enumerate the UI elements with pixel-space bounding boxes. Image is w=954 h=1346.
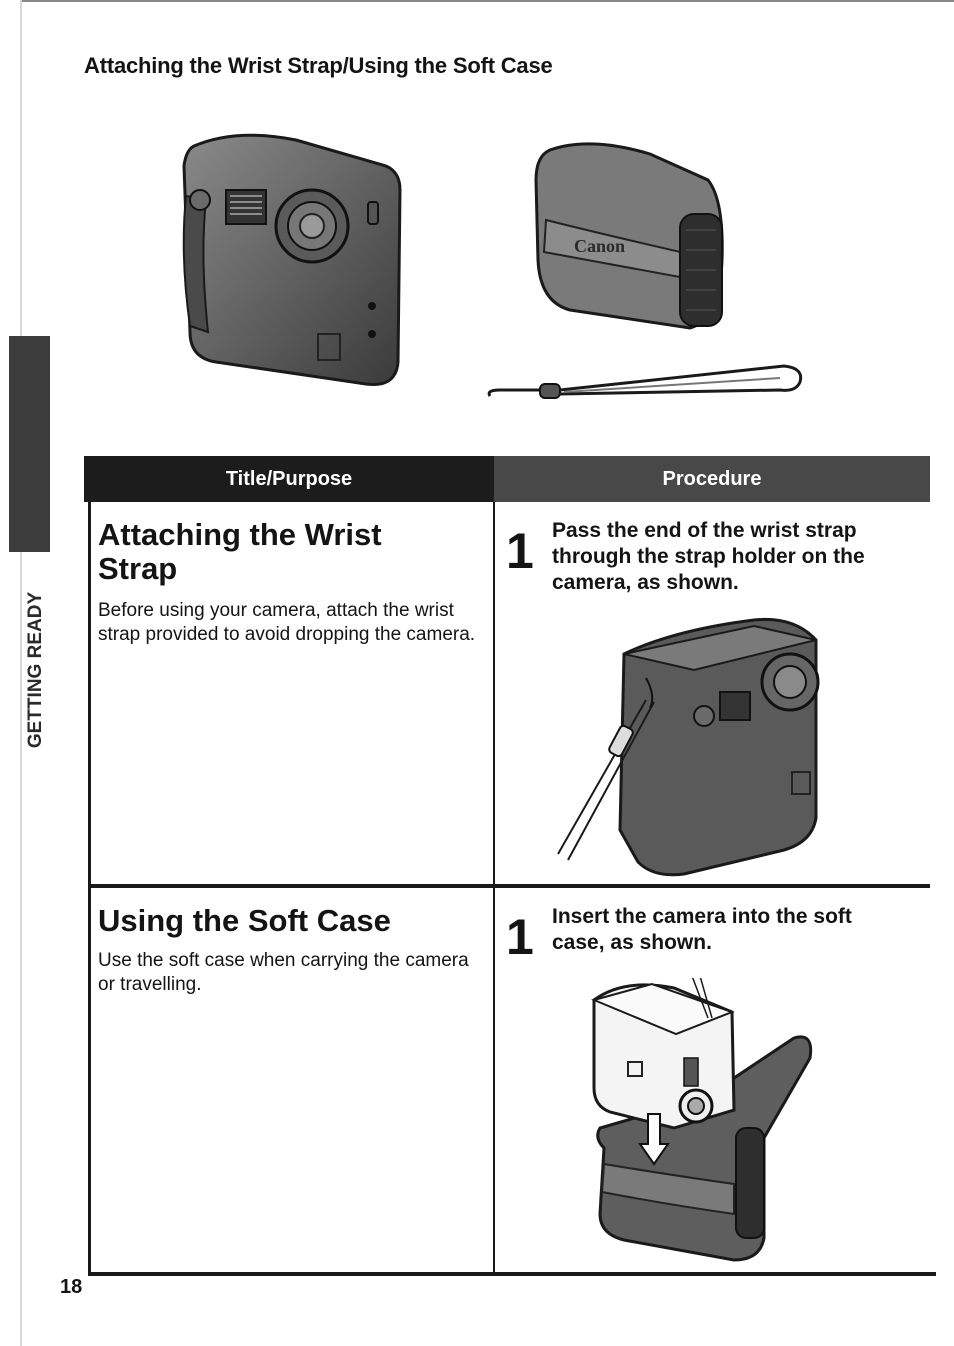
table-left-rule: [88, 502, 91, 1274]
case-insert-illustration: [590, 978, 813, 1262]
step-number: 1: [506, 909, 534, 965]
wrist-strap-illustration: [487, 364, 803, 399]
table-middle-rule: [493, 502, 495, 1274]
page-number: 18: [60, 1276, 83, 1298]
soft-case-illustration: Canon: [534, 142, 724, 330]
step-text-wrist-strap: Pass the end of the wrist strap through …: [552, 519, 865, 594]
step-text-soft-case: Insert the camera into the soft case, as…: [552, 905, 852, 954]
section-title: Attaching the Wrist Strap/Using the Soft…: [84, 53, 553, 78]
side-thumb-bar: [9, 336, 50, 552]
row-description-wrist-strap: Before using your camera, attach the wri…: [98, 600, 476, 645]
page-edge: [20, 0, 22, 1346]
top-border: [20, 0, 954, 2]
row-description-soft-case: Use the soft case when carrying the came…: [98, 950, 469, 995]
step-number: 1: [506, 523, 534, 579]
column-header-title-purpose: Title/Purpose: [84, 456, 494, 502]
strap-attach-illustration: [557, 617, 820, 877]
table-row-divider: [88, 884, 930, 888]
column-header-procedure: Procedure: [494, 456, 930, 502]
camera-illustration: [182, 133, 402, 387]
side-tab-label: GETTING READY: [25, 591, 46, 749]
row-title-soft-case: Using the Soft Case: [98, 903, 391, 938]
procedure-table: Title/Purpose Procedure Attaching the Wr…: [84, 456, 936, 1276]
table-bottom-rule: [88, 1272, 936, 1276]
row-title-wrist-strap: Attaching the Wrist Strap: [98, 517, 382, 586]
case-brand-logo: Canon: [574, 236, 625, 256]
